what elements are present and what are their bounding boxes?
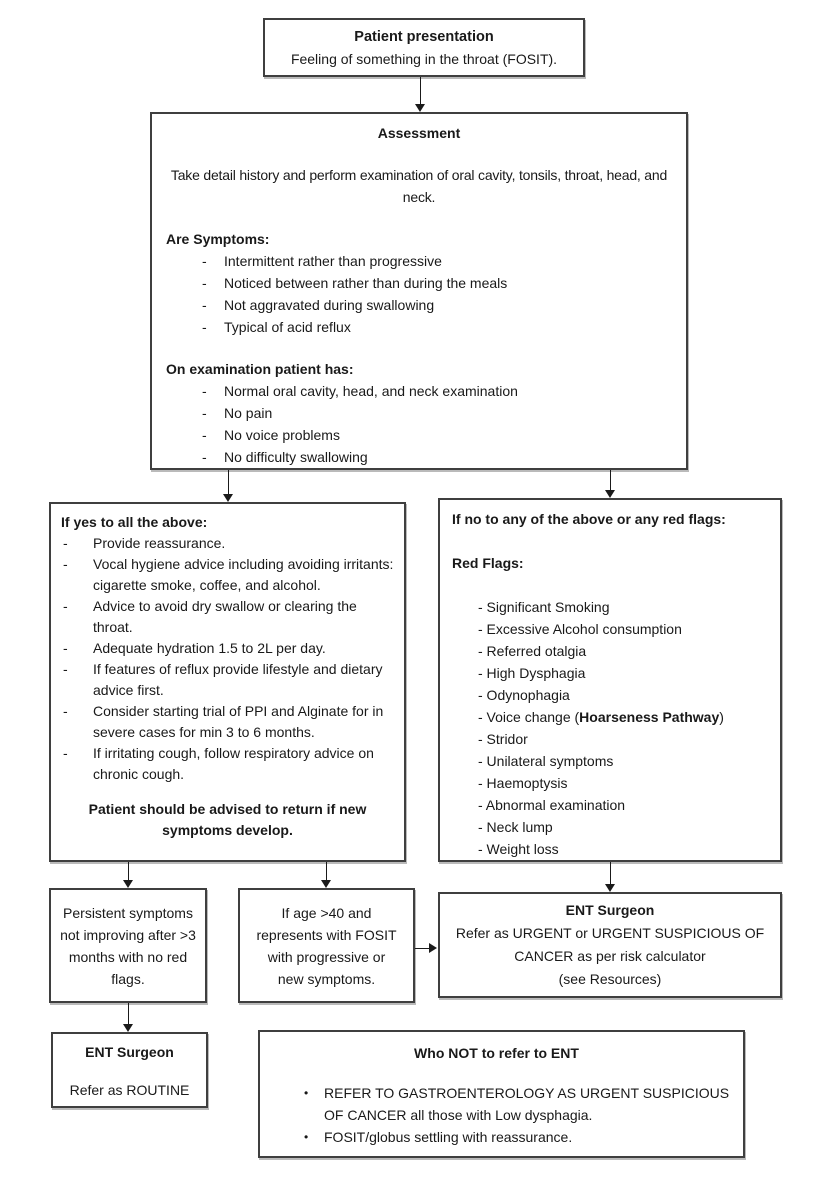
- yes-branch-footer: Patient should be advised to return if n…: [88, 801, 367, 838]
- dash-bullet: -: [202, 449, 207, 465]
- dash-bullet: -: [63, 745, 68, 761]
- persistent-symptoms-text: Persistent symptoms not improving after …: [60, 904, 196, 987]
- list-item: - If irritating cough, follow respiratory…: [61, 743, 394, 785]
- persistent-symptoms-box: Persistent symptoms not improving after …: [49, 888, 207, 1003]
- list-item: - No pain: [202, 402, 676, 424]
- dash-bullet: -: [63, 703, 68, 719]
- list-item-text: FOSIT/globus settling with reassurance.: [324, 1129, 573, 1145]
- ent-urgent-box: ENT Surgeon Refer as URGENT or URGENT SU…: [438, 892, 782, 998]
- dash-bullet: -: [202, 427, 207, 443]
- patient-presentation-title: Patient presentation: [354, 29, 494, 45]
- list-item-text: Adequate hydration 1.5 to 2L per day.: [93, 640, 326, 656]
- red-flag-item: - Neck lump: [478, 819, 553, 835]
- ent-urgent-title: ENT Surgeon: [565, 902, 655, 918]
- symptoms-heading: Are Symptoms:: [166, 231, 270, 247]
- list-item-text: If irritating cough, follow respiratory …: [93, 745, 374, 782]
- list-item: • FOSIT/globus settling with reassurance.: [304, 1126, 733, 1148]
- dash-bullet: -: [63, 535, 68, 551]
- exam-heading: On examination patient has:: [166, 361, 354, 377]
- list-item: - Normal oral cavity, head, and neck exam…: [202, 380, 676, 402]
- red-flag-item: - Unilateral symptoms: [478, 753, 614, 769]
- list-item-text: Normal oral cavity, head, and neck exami…: [224, 383, 518, 399]
- dash-bullet: -: [202, 405, 207, 421]
- list-item-text: Typical of acid reflux: [224, 319, 351, 335]
- yes-branch-box: If yes to all the above: - Provide reassu…: [49, 502, 406, 862]
- red-flag-item: - Weight loss: [478, 841, 559, 857]
- patient-presentation-box: Patient presentation Feeling of somethin…: [263, 18, 585, 77]
- ent-urgent-body: Refer as URGENT or URGENT SUSPICIOUS OF …: [455, 925, 765, 964]
- red-flag-item: - Haemoptysis: [478, 775, 568, 791]
- exam-findings-list: - Normal oral cavity, head, and neck exam…: [162, 380, 676, 468]
- age-over-40-text: If age >40 and represents with FOSIT wit…: [256, 904, 397, 987]
- list-item-text: Noticed between rather than during the m…: [224, 275, 508, 291]
- list-item-text: Consider starting trial of PPI and Algin…: [93, 703, 384, 740]
- assessment-title: Assessment: [377, 125, 461, 141]
- list-item-text: No voice problems: [224, 427, 340, 443]
- red-flag-voice-change: - Voice change (Hoarseness Pathway): [452, 706, 768, 728]
- no-branch-heading: If no to any of the above or any red fla…: [452, 511, 726, 527]
- assessment-intro: Take detail history and perform examinat…: [170, 167, 668, 205]
- red-flag-item: - Referred otalgia: [478, 643, 587, 659]
- yes-branch-list: - Provide reassurance. - Vocal hygiene advi…: [61, 533, 394, 785]
- list-item: - If features of reflux provide lifestyle…: [61, 659, 394, 701]
- red-flags-heading: Red Flags:: [452, 555, 524, 571]
- who-not-to-refer-box: Who NOT to refer to ENT • REFER TO GASTRO…: [258, 1030, 745, 1158]
- list-item: - Intermittent rather than progressive: [202, 250, 676, 272]
- dash-bullet: -: [63, 556, 68, 572]
- red-flag-item: - Significant Smoking: [478, 599, 610, 615]
- dash-bullet: -: [202, 383, 207, 399]
- list-item: - No voice problems: [202, 424, 676, 446]
- dash-bullet: -: [202, 319, 207, 335]
- dash-bullet: -: [202, 297, 207, 313]
- dot-bullet: •: [304, 1086, 309, 1100]
- voice-change-prefix: - Voice change (: [478, 709, 580, 725]
- list-item: - Vocal hygiene advice including avoiding…: [61, 554, 394, 596]
- list-item: - Consider starting trial of PPI and Algi…: [61, 701, 394, 743]
- list-item-text: Not aggravated during swallowing: [224, 297, 435, 313]
- dash-bullet: -: [63, 640, 68, 656]
- list-item: - Adequate hydration 1.5 to 2L per day.: [61, 638, 394, 659]
- dash-bullet: -: [202, 275, 207, 291]
- ent-routine-box: ENT Surgeon Refer as ROUTINE: [51, 1032, 208, 1108]
- list-item-text: REFER TO GASTROENTEROLOGY AS URGENT SUSP…: [324, 1085, 730, 1123]
- list-item-text: Provide reassurance.: [93, 535, 226, 551]
- red-flag-item: - Abnormal examination: [478, 797, 626, 813]
- list-item: - Not aggravated during swallowing: [202, 294, 676, 316]
- list-item-text: No difficulty swallowing: [224, 449, 368, 465]
- ent-routine-body: Refer as ROUTINE: [69, 1082, 190, 1098]
- red-flags-list-bottom: - Stridor - Unilateral symptoms - Haemopty…: [452, 728, 768, 860]
- red-flag-item: - Excessive Alcohol consumption: [478, 621, 682, 637]
- yes-branch-heading: If yes to all the above:: [61, 514, 208, 530]
- red-flag-item: - High Dysphagia: [478, 665, 586, 681]
- voice-change-suffix: ): [719, 709, 724, 725]
- red-flags-list-top: - Significant Smoking - Excessive Alcohol…: [452, 596, 768, 706]
- symptoms-list: - Intermittent rather than progressive - No…: [162, 250, 676, 338]
- age-over-40-box: If age >40 and represents with FOSIT wit…: [238, 888, 415, 1003]
- list-item: - No difficulty swallowing: [202, 446, 676, 468]
- ent-routine-title: ENT Surgeon: [85, 1044, 174, 1060]
- dash-bullet: -: [63, 661, 68, 677]
- list-item-text: No pain: [224, 405, 273, 421]
- list-item-text: If features of reflux provide lifestyle …: [93, 661, 383, 698]
- list-item-text: Vocal hygiene advice including avoiding …: [93, 556, 394, 593]
- who-not-list: • REFER TO GASTROENTEROLOGY AS URGENT SUS…: [260, 1082, 733, 1148]
- ent-urgent-note: (see Resources): [558, 971, 662, 987]
- list-item: - Noticed between rather than during the …: [202, 272, 676, 294]
- patient-presentation-subtitle: Feeling of something in the throat (FOSI…: [290, 51, 558, 67]
- list-item: - Provide reassurance.: [61, 533, 394, 554]
- list-item-text: Advice to avoid dry swallow or clearing …: [93, 598, 357, 635]
- list-item: - Typical of acid reflux: [202, 316, 676, 338]
- list-item: - Advice to avoid dry swallow or clearing…: [61, 596, 394, 638]
- list-item: • REFER TO GASTROENTEROLOGY AS URGENT SUS…: [304, 1082, 733, 1126]
- dash-bullet: -: [63, 598, 68, 614]
- no-branch-box: If no to any of the above or any red fla…: [438, 498, 782, 862]
- red-flag-item: - Stridor: [478, 731, 528, 747]
- list-item-text: Intermittent rather than progressive: [224, 253, 442, 269]
- voice-change-bold: Hoarseness Pathway: [579, 709, 720, 725]
- assessment-box: Assessment Take detail history and perfo…: [150, 112, 688, 470]
- who-not-title: Who NOT to refer to ENT: [414, 1045, 579, 1061]
- dot-bullet: •: [304, 1130, 309, 1144]
- dash-bullet: -: [202, 253, 207, 269]
- red-flag-item: - Odynophagia: [478, 687, 570, 703]
